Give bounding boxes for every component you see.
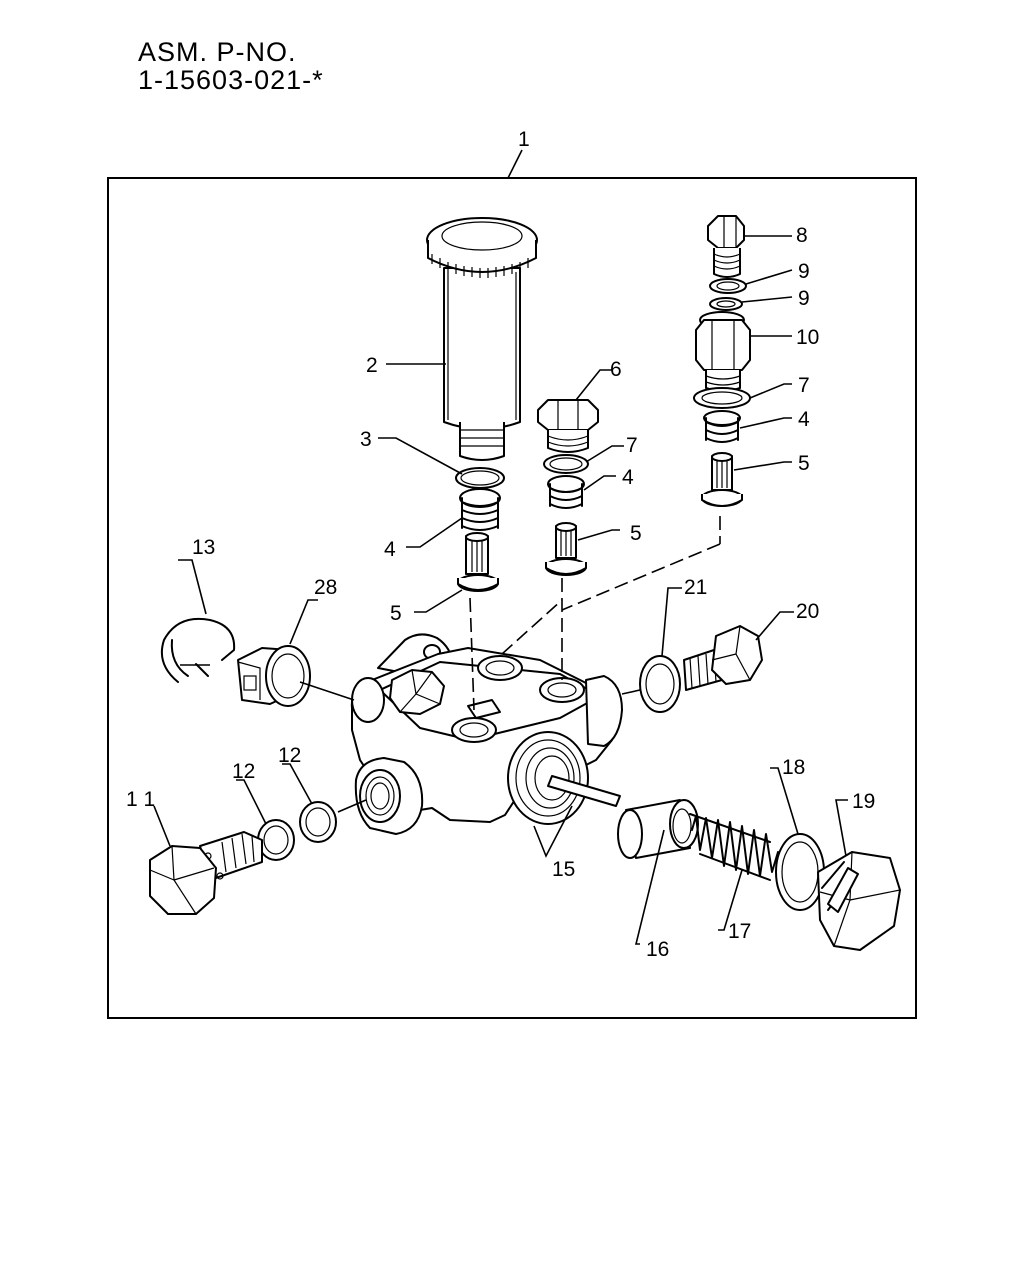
part-9-washer-lower bbox=[709, 297, 743, 311]
callout-4-mid: 4 bbox=[622, 466, 634, 489]
callout-4-left: 4 bbox=[384, 538, 396, 561]
callout-9-lower: 9 bbox=[798, 287, 810, 310]
callout-20: 20 bbox=[796, 600, 819, 623]
callout-5-right: 5 bbox=[798, 452, 810, 475]
diagram-frame bbox=[107, 177, 917, 1019]
callout-4-right: 4 bbox=[798, 408, 810, 431]
part-4-spring-right bbox=[703, 410, 741, 443]
callout-17: 17 bbox=[728, 920, 751, 943]
callout-18: 18 bbox=[782, 756, 805, 779]
part-5-valve-left bbox=[457, 532, 499, 592]
callout-28: 28 bbox=[314, 576, 337, 599]
part-5-valve-right bbox=[701, 452, 743, 507]
part-18-gasket bbox=[775, 833, 825, 911]
callout-5-mid: 5 bbox=[630, 522, 642, 545]
part-4-spring-mid bbox=[547, 475, 585, 509]
part-17-spring bbox=[689, 813, 779, 881]
callout-5-left: 5 bbox=[390, 602, 402, 625]
callout-10: 10 bbox=[796, 326, 819, 349]
callout-7-right: 7 bbox=[798, 374, 810, 397]
part-13-snap-ring bbox=[160, 618, 236, 683]
callout-9-upper: 9 bbox=[798, 260, 810, 283]
part-4-spring-left bbox=[459, 488, 501, 531]
part-11-eye-bolt bbox=[149, 831, 263, 915]
callout-19: 19 bbox=[852, 790, 875, 813]
part-6-plug bbox=[537, 399, 599, 453]
assembly-number: 1-15603-021-* bbox=[138, 65, 324, 95]
callout-3: 3 bbox=[360, 428, 372, 451]
callout-12-right: 12 bbox=[278, 744, 301, 767]
part-20-bolt bbox=[683, 625, 763, 691]
part-5-valve-mid bbox=[545, 522, 587, 576]
callout-16: 16 bbox=[646, 938, 669, 961]
callout-8: 8 bbox=[796, 224, 808, 247]
assembly-label: ASM. P-NO. bbox=[138, 37, 297, 67]
part-19-plug bbox=[817, 851, 901, 951]
part-10-delivery-valve-holder bbox=[695, 311, 751, 392]
part-9-washer-upper bbox=[709, 278, 747, 294]
assembly-part-number: ASM. P-NO. 1-15603-021-* bbox=[138, 38, 324, 94]
part-16-piston bbox=[617, 799, 699, 859]
callout-6: 6 bbox=[610, 358, 622, 381]
callout-15: 15 bbox=[552, 858, 575, 881]
callout-1: 1 bbox=[518, 128, 530, 151]
callout-21: 21 bbox=[684, 576, 707, 599]
part-8-banjo-bolt bbox=[707, 215, 745, 278]
callout-12-left: 12 bbox=[232, 760, 255, 783]
pump-body bbox=[350, 633, 623, 835]
callout-2: 2 bbox=[366, 354, 378, 377]
part-28-strainer bbox=[237, 645, 311, 707]
part-2-priming-pump bbox=[426, 217, 538, 461]
callout-11: 1 1 bbox=[126, 788, 155, 811]
callout-13: 13 bbox=[192, 536, 215, 559]
callout-7-mid: 7 bbox=[626, 434, 638, 457]
